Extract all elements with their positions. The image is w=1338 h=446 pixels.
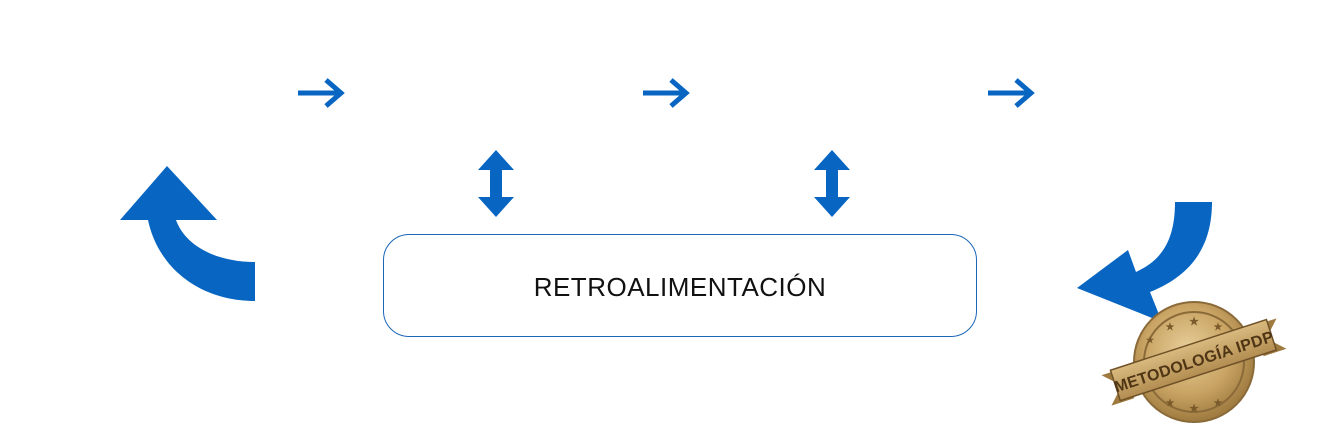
step-label: APLICACIÓN — [1119, 67, 1251, 91]
seal-icon: ★ ★ ★ ★ ★ ★ ★ ★ METODOLOGÍA IPDP — [1101, 301, 1287, 423]
svg-text:★: ★ — [1146, 335, 1155, 345]
step-label: REFLEXIONAR — [416, 67, 568, 91]
svg-text:★: ★ — [1214, 398, 1223, 409]
step-aplicacion: APLICACIÓN — [1046, 31, 1324, 139]
feedback-box: RETROALIMENTACIÓN — [383, 234, 977, 337]
svg-text:★: ★ — [1189, 316, 1199, 328]
up-down-arrow-icon — [478, 150, 514, 217]
right-arrow-icon — [298, 78, 345, 108]
curved-up-arrow-icon — [120, 166, 255, 301]
svg-text:★: ★ — [1214, 322, 1223, 333]
feedback-label: RETROALIMENTACIÓN — [533, 272, 827, 302]
step-label: EJECUCION EXPERIMENTAL — [63, 53, 227, 105]
up-down-arrow-icon — [814, 150, 850, 217]
svg-text:★: ★ — [1166, 398, 1175, 409]
curved-down-left-arrow-icon — [1077, 202, 1212, 322]
right-arrow-icon — [643, 78, 690, 108]
step-label: FORMALIZACIÓN DE CONCEPTO — [749, 53, 927, 105]
svg-text:★: ★ — [1166, 322, 1175, 333]
step-formalizacion-concepto: FORMALIZACIÓN DE CONCEPTO — [699, 31, 977, 139]
svg-text:★: ★ — [1189, 403, 1199, 415]
step-reflexionar: REFLEXIONAR — [353, 31, 631, 139]
right-arrow-icon — [988, 78, 1035, 108]
step-ejecucion-experimental: EJECUCION EXPERIMENTAL — [6, 31, 284, 139]
